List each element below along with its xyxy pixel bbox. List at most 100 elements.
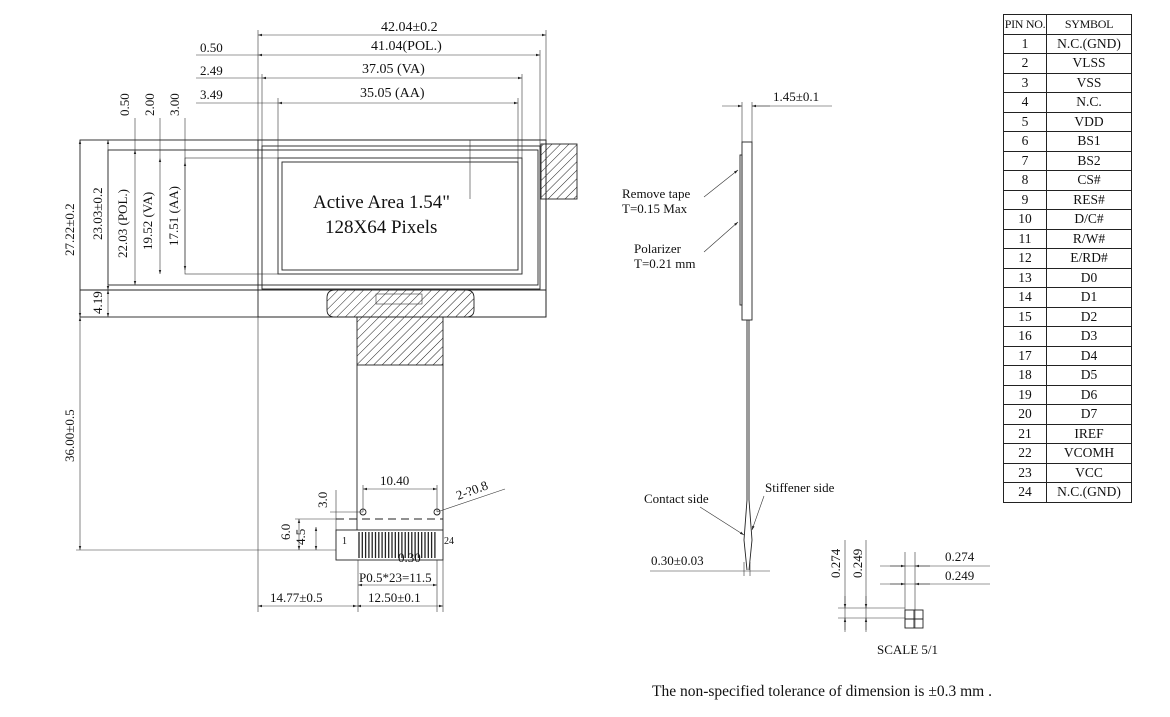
pin-symbol: VCC: [1046, 462, 1132, 483]
dim-tail-width: 12.50±0.1: [368, 590, 421, 605]
dim-overall-width: 42.04±0.2: [381, 20, 438, 35]
detail-scale: SCALE 5/1: [877, 642, 938, 657]
pin-symbol: VSS: [1046, 72, 1132, 93]
dim-tail-length: 36.00±0.5: [62, 409, 77, 462]
ic-bonding-hatch: [326, 289, 475, 318]
pin-number: 3: [1003, 72, 1047, 93]
dim-pol-height: 22.03 (POL.): [115, 189, 130, 258]
pin-symbol: N.C.(GND): [1046, 33, 1132, 54]
dim-offset-050: 0.50: [200, 40, 223, 55]
dim-pol-width: 41.04(POL.): [371, 39, 442, 54]
dim-left-offset: 14.77±0.5: [270, 590, 323, 605]
pin-no-header: PIN NO.: [1003, 14, 1047, 35]
pin-number: 11: [1003, 228, 1047, 249]
pin-symbol: BS2: [1046, 150, 1132, 171]
pin-symbol: N.C.: [1046, 92, 1132, 113]
pin-number: 22: [1003, 443, 1047, 464]
pin-symbol: BS1: [1046, 131, 1132, 152]
pin-number: 16: [1003, 326, 1047, 347]
dim-aa-height: 17.51 (AA): [166, 186, 181, 246]
dim-pad-width: 0.30: [398, 550, 421, 565]
pin-number: 15: [1003, 306, 1047, 327]
dim-pitch-total: P0.5*23=11.5: [359, 570, 432, 585]
pin-symbol: IREF: [1046, 423, 1132, 444]
dim-offset-249: 2.49: [200, 63, 223, 78]
dim-height-2303: 23.03±0.2: [90, 187, 105, 240]
detail-dim-b: 0.249: [850, 549, 865, 578]
active-area-label: Active Area 1.54" 128X64 Pixels: [313, 140, 471, 238]
dim-va-width: 37.05 (VA): [362, 62, 425, 77]
dim-6-0: 6.0: [278, 524, 293, 540]
active-area-outline: [281, 161, 519, 271]
detail-dim-d: 0.249: [945, 568, 974, 583]
stiffener-side-label: Stiffener side: [765, 480, 835, 495]
pin-number: 9: [1003, 189, 1047, 210]
hole-label: 2-?0.8: [454, 477, 490, 502]
pin-symbol: D0: [1046, 267, 1132, 288]
fpc-thickness: 0.30±0.03: [651, 553, 704, 568]
fpc-tail: [335, 529, 444, 561]
pin-number: 17: [1003, 345, 1047, 366]
pin-number: 7: [1003, 150, 1047, 171]
height-dimensions: 27.22±0.2 23.03±0.2 22.03 (POL.) 19.52 (…: [62, 140, 336, 551]
contact-side-label: Contact side: [644, 491, 709, 506]
viewing-area-outline: [277, 157, 523, 275]
pin-symbol: D1: [1046, 287, 1132, 308]
top-offsets: 0.50 2.00 3.00: [117, 93, 186, 162]
pin-symbol: N.C.(GND): [1046, 482, 1132, 503]
pin-number: 24: [1003, 482, 1047, 503]
pin-number: 10: [1003, 209, 1047, 230]
pin-symbol: D5: [1046, 365, 1132, 386]
symbol-header: SYMBOL: [1046, 14, 1132, 35]
pin-number: 19: [1003, 384, 1047, 405]
pin-number: 14: [1003, 287, 1047, 308]
pol-outline: [261, 145, 541, 290]
pin-number: 1: [1003, 33, 1047, 54]
pin-first-label: 1: [342, 536, 347, 547]
pin-symbol: D7: [1046, 404, 1132, 425]
active-area-pixels: 128X64 Pixels: [325, 217, 437, 238]
va-extension: [184, 157, 523, 275]
pin-symbol: RES#: [1046, 189, 1132, 210]
remove-tape-label: Remove tape: [622, 186, 690, 201]
pin-last-label: 24: [444, 536, 454, 547]
dim-offset-349: 3.49: [200, 87, 223, 102]
side-view: 1.45±0.1 Remove tape T=0.15 Max Polarize…: [622, 89, 835, 576]
pin-symbol: VLSS: [1046, 53, 1132, 74]
pin-number: 23: [1003, 462, 1047, 483]
polarizer-label: Polarizer: [634, 241, 682, 256]
active-area-title: Active Area 1.54": [313, 192, 450, 213]
width-dimensions: 42.04±0.2 0.50 41.04(POL.) 2.49 37.05 (V…: [196, 20, 547, 162]
fpc-stiffener-hatch: [356, 316, 444, 366]
dim-top-300: 3.00: [167, 93, 182, 116]
dim-top-050: 0.50: [117, 93, 132, 116]
pin-number: 6: [1003, 131, 1047, 152]
pin-symbol: VCOMH: [1046, 443, 1132, 464]
tolerance-note: The non-specified tolerance of dimension…: [652, 683, 992, 700]
pin-number: 21: [1003, 423, 1047, 444]
pin-symbol: VDD: [1046, 111, 1132, 132]
pin-number: 5: [1003, 111, 1047, 132]
dim-gap-419: 4.19: [90, 291, 105, 314]
pin-number: 18: [1003, 365, 1047, 386]
dim-top-200: 2.00: [142, 93, 157, 116]
dim-3-0: 3.0: [315, 492, 330, 508]
